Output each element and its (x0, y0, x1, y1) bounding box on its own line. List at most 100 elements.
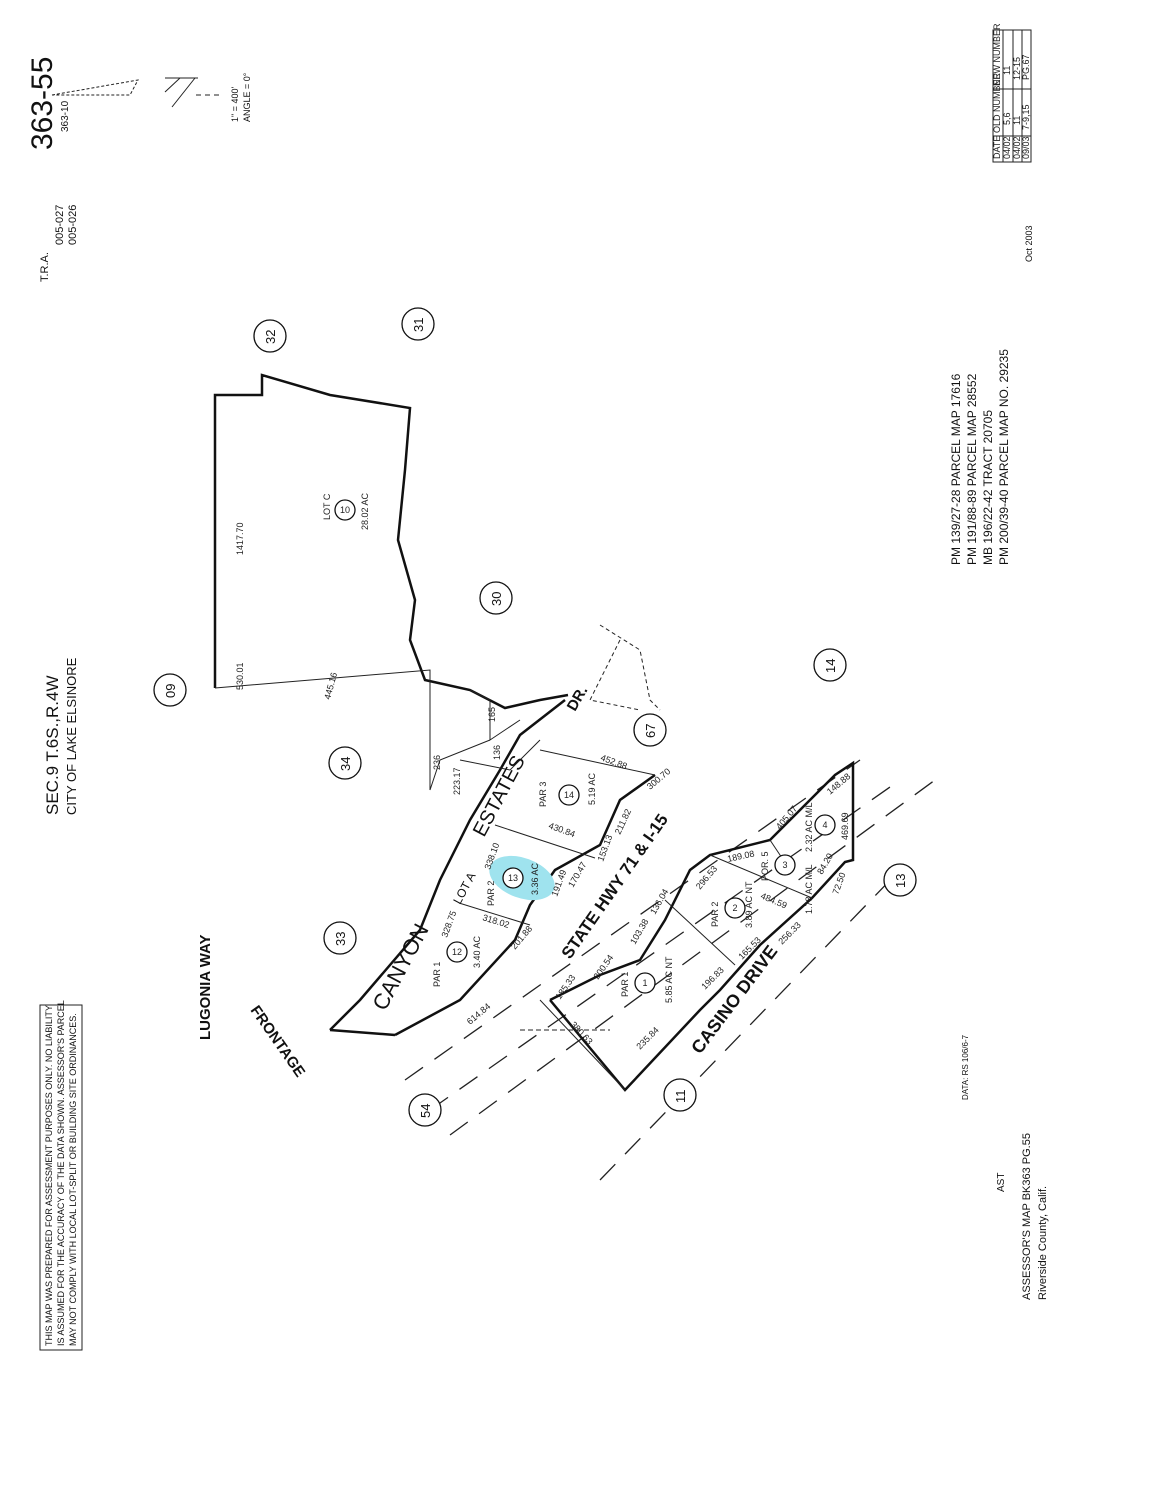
svg-text:PM 200/39-40 PARCEL MAP NO. 29: PM 200/39-40 PARCEL MAP NO. 29235 (997, 349, 1011, 565)
svg-text:PAR 2: PAR 2 (710, 902, 720, 927)
page-circle-11[interactable]: 11 (663, 1078, 697, 1112)
svg-text:3.89 AC NT: 3.89 AC NT (744, 881, 754, 928)
svg-text:2: 2 (732, 903, 737, 913)
svg-text:170.47: 170.47 (566, 860, 588, 889)
svg-text:PAR 3: PAR 3 (538, 782, 548, 807)
page-circle-34[interactable]: 34 (328, 746, 362, 780)
svg-text:328.75: 328.75 (439, 909, 458, 938)
page-circle-67[interactable]: 67 (633, 713, 667, 747)
svg-text:201.88: 201.88 (509, 924, 534, 952)
parcel-3[interactable]: 3 POR. 5 1.78 AC M/L (760, 851, 814, 914)
data-note: DATA: RS 106/6-7 (961, 1034, 970, 1100)
svg-text:452.88: 452.88 (599, 752, 628, 771)
lot-a-label: LOT A (450, 870, 478, 906)
tra-label: T.R.A. (39, 252, 51, 282)
parcel-1[interactable]: 1 PAR 1 5.85 AC NT (620, 956, 674, 1003)
svg-text:445.16: 445.16 (322, 671, 339, 700)
svg-text:103.38: 103.38 (628, 917, 650, 946)
highway-edge (404, 759, 861, 1081)
svg-text:33: 33 (333, 932, 348, 946)
parcel-2[interactable]: 2 PAR 2 3.89 AC NT (710, 881, 754, 928)
svg-text:318.02: 318.02 (481, 912, 510, 930)
svg-text:MB 196/22-42 TRACT 20705: MB 196/22-42 TRACT 20705 (981, 410, 995, 565)
svg-text:PM 139/27-28 PARCEL MAP 17616: PM 139/27-28 PARCEL MAP 17616 (949, 373, 963, 565)
svg-text:14: 14 (823, 659, 838, 673)
section-line2: CITY OF LAKE ELSINORE (64, 657, 79, 815)
svg-text:09/03: 09/03 (1021, 136, 1031, 159)
svg-text:469.69: 469.69 (840, 812, 850, 840)
svg-text:MAY NOT COMPLY WITH LOCAL LOT-: MAY NOT COMPLY WITH LOCAL LOT-SPLIT OR B… (68, 1013, 78, 1346)
svg-text:POR. 5: POR. 5 (760, 851, 770, 881)
svg-text:530.01: 530.01 (235, 662, 245, 690)
tra-code: 005-026 (67, 205, 79, 245)
svg-text:67: 67 (643, 724, 658, 738)
svg-text:5.85 AC NT: 5.85 AC NT (664, 956, 674, 1003)
svg-text:THIS MAP WAS PREPARED FOR ASSE: THIS MAP WAS PREPARED FOR ASSESSMENT PUR… (44, 1005, 54, 1346)
svg-text:148.88: 148.88 (825, 771, 853, 796)
tra-code: 005-027 (54, 205, 66, 245)
revision-table: DATE OLD NUMBER NEW NUMBER 04/02 5,6 11 … (992, 23, 1032, 163)
page-circle-32[interactable]: 32 (253, 319, 287, 353)
svg-text:3.36 AC: 3.36 AC (530, 862, 540, 895)
lot-c-boundary (213, 373, 569, 710)
footer-initials: AST (996, 1173, 1007, 1192)
street-estates: ESTATES (469, 752, 530, 840)
angle-label: ANGLE = 0° (242, 72, 252, 122)
svg-text:2.32 AC M/L: 2.32 AC M/L (804, 802, 814, 852)
page-circle-33[interactable]: 33 (323, 921, 357, 955)
svg-text:09: 09 (163, 684, 178, 698)
svg-text:DATE: DATE (992, 136, 1002, 159)
street-canyon: CANYON (367, 920, 433, 1015)
parcel-4[interactable]: 4 2.32 AC M/L (804, 802, 836, 852)
date-stamp: Oct 2003 (1024, 225, 1034, 262)
parcel-10[interactable]: 10 LOT C 28.02 AC (322, 492, 370, 530)
page-circle-30[interactable]: 30 (479, 581, 513, 615)
svg-text:28.02 AC: 28.02 AC (360, 492, 370, 530)
disclaimer-box: THIS MAP WAS PREPARED FOR ASSESSMENT PUR… (39, 1000, 83, 1351)
svg-text:34: 34 (338, 757, 353, 771)
svg-text:NEW NUMBER: NEW NUMBER (992, 23, 1002, 86)
svg-text:4: 4 (822, 820, 827, 830)
casino-parcels-boundary (549, 760, 855, 1092)
page-circle-54[interactable]: 54 (408, 1093, 442, 1127)
svg-text:04/02: 04/02 (1002, 136, 1012, 159)
svg-text:11: 11 (1002, 66, 1012, 75)
svg-text:10: 10 (340, 505, 350, 515)
page-circle-31[interactable]: 31 (401, 307, 435, 341)
page-circle-09[interactable]: 09 (153, 673, 187, 707)
svg-text:12: 12 (452, 947, 462, 957)
svg-text:1: 1 (642, 978, 647, 988)
svg-text:PAR 1: PAR 1 (620, 972, 630, 997)
svg-text:235.84: 235.84 (634, 1025, 661, 1052)
page-circle-13[interactable]: 13 (883, 863, 917, 897)
svg-text:04/02: 04/02 (1012, 136, 1022, 159)
svg-text:3: 3 (782, 860, 787, 870)
map-number: 363-55 (26, 57, 59, 150)
street-casino-drive: CASINO DRIVE (687, 942, 781, 1058)
svg-text:PG.67: PG.67 (1021, 54, 1031, 80)
svg-text:84.20: 84.20 (815, 851, 835, 876)
street-frontage: FRONTAGE (247, 1003, 309, 1081)
parcel-13[interactable]: 13 PAR 2 3.36 AC (486, 862, 540, 906)
svg-text:3.40 AC: 3.40 AC (472, 935, 482, 968)
page-circle-14[interactable]: 14 (813, 648, 847, 682)
svg-text:PAR 2: PAR 2 (486, 881, 496, 906)
section-line1: SEC.9 T.6S.,R.4W (43, 675, 62, 815)
parcel-14[interactable]: 14 PAR 3 5.19 AC (538, 772, 597, 807)
svg-text:165: 165 (487, 707, 497, 722)
parcel-12[interactable]: 12 PAR 1 3.40 AC (432, 935, 482, 987)
svg-text:136: 136 (492, 745, 502, 760)
footer-line2: Riverside County, Calif. (1037, 1186, 1049, 1300)
svg-text:32: 32 (263, 330, 278, 344)
reference-list: PM 139/27-28 PARCEL MAP 17616 PM 191/88-… (949, 349, 1011, 565)
svg-text:223.17: 223.17 (452, 767, 462, 795)
svg-text:31: 31 (411, 318, 426, 332)
svg-text:405.07: 405.07 (774, 804, 799, 832)
svg-text:430.84: 430.84 (547, 820, 576, 839)
svg-text:LOT C: LOT C (322, 493, 332, 520)
svg-text:5,6: 5,6 (1002, 112, 1012, 125)
svg-text:11: 11 (1012, 116, 1022, 125)
svg-text:5.19 AC: 5.19 AC (587, 772, 597, 805)
svg-text:13: 13 (893, 874, 908, 888)
